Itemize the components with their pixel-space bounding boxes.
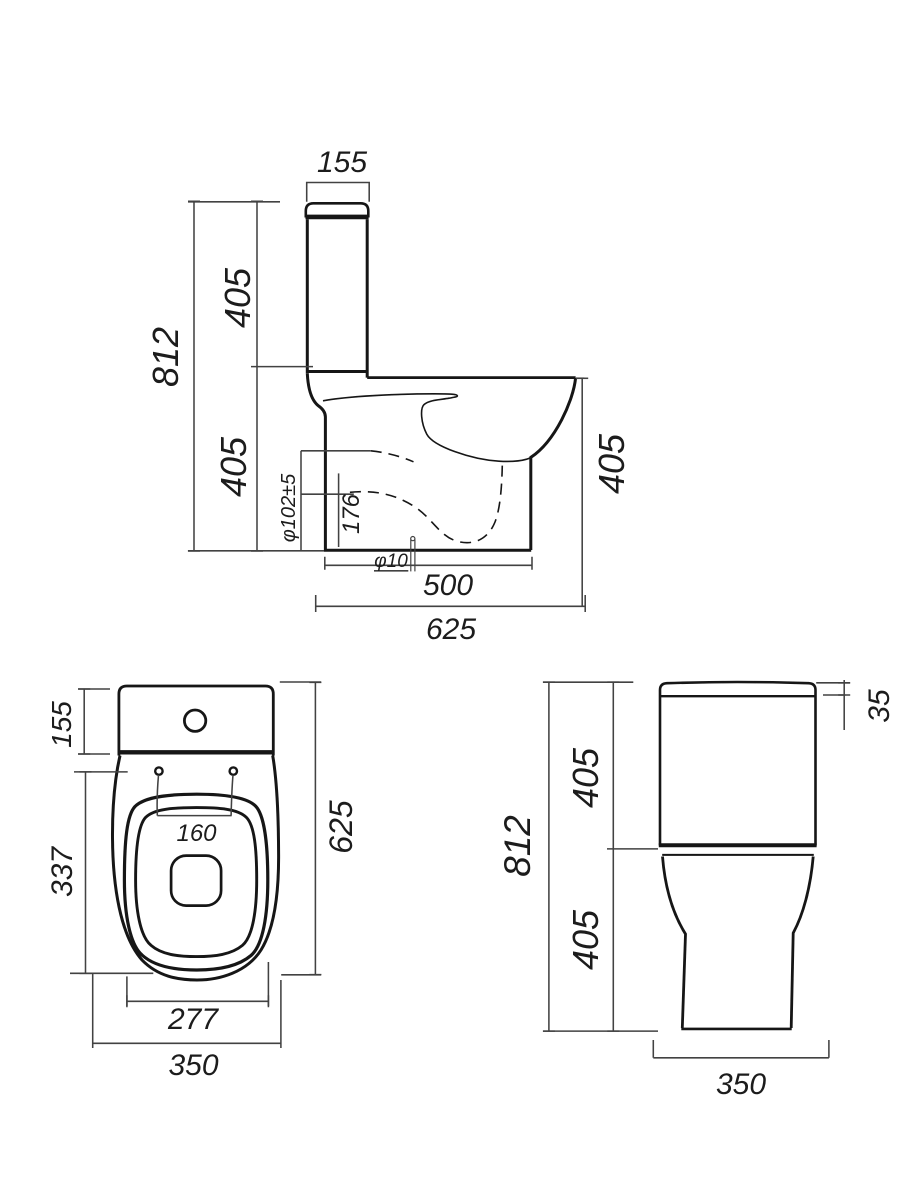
svg-text:812: 812 bbox=[497, 815, 538, 877]
svg-text:155: 155 bbox=[317, 146, 367, 179]
svg-text:405: 405 bbox=[213, 436, 254, 497]
svg-text:350: 350 bbox=[716, 1068, 766, 1101]
svg-text:405: 405 bbox=[591, 433, 632, 494]
svg-text:350: 350 bbox=[168, 1049, 218, 1082]
svg-text:625: 625 bbox=[426, 613, 476, 646]
svg-text:812: 812 bbox=[145, 327, 186, 387]
svg-text:176: 176 bbox=[338, 493, 365, 534]
svg-text:φ10: φ10 bbox=[374, 551, 408, 572]
svg-text:277: 277 bbox=[167, 1003, 219, 1036]
svg-text:φ102±5: φ102±5 bbox=[278, 473, 300, 542]
svg-text:405: 405 bbox=[565, 747, 606, 808]
svg-text:500: 500 bbox=[423, 569, 473, 602]
svg-text:405: 405 bbox=[217, 267, 258, 328]
svg-text:405: 405 bbox=[565, 909, 606, 970]
svg-text:625: 625 bbox=[323, 800, 359, 854]
svg-text:160: 160 bbox=[176, 820, 217, 847]
svg-text:337: 337 bbox=[46, 846, 79, 897]
svg-text:35: 35 bbox=[863, 689, 896, 723]
svg-text:155: 155 bbox=[46, 701, 77, 748]
